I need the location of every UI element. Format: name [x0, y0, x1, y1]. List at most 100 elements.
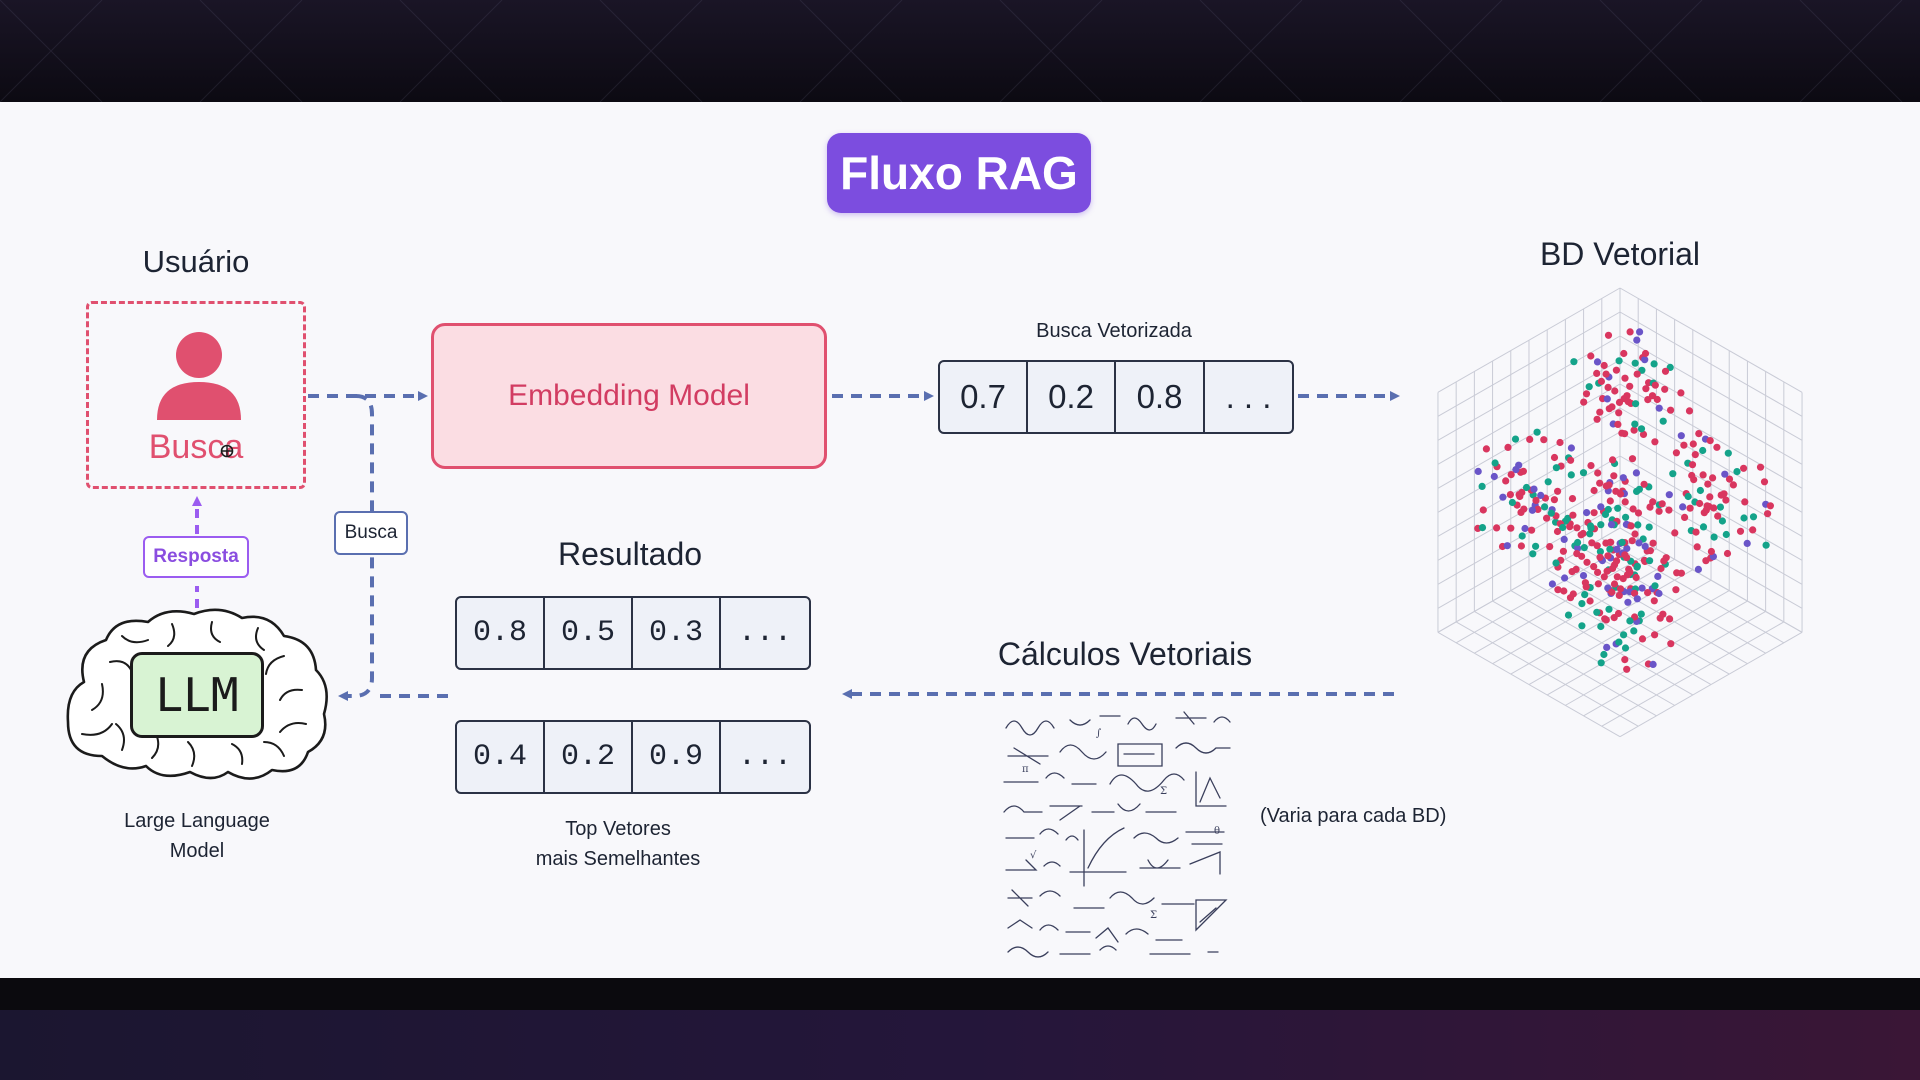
vector-point — [1641, 349, 1650, 358]
result-heading: Resultado — [557, 536, 703, 572]
vector-point — [1630, 426, 1638, 434]
vector-db-heading: BD Vetorial — [1539, 236, 1701, 272]
vector-point — [1626, 328, 1634, 336]
cube-grid-line — [1619, 407, 1803, 513]
vector-point — [1604, 383, 1612, 391]
vector-point — [1685, 407, 1694, 415]
vector-point — [1666, 615, 1674, 623]
vector-point — [1632, 469, 1640, 477]
vector-point — [1615, 638, 1623, 646]
vector-point — [1688, 471, 1696, 480]
vector-point — [1532, 496, 1540, 504]
vector-point — [1622, 513, 1630, 521]
vector-point — [1590, 509, 1598, 517]
llm-caption-line-2: Model — [169, 840, 225, 862]
vector-point — [1616, 585, 1625, 593]
cube-points — [1474, 328, 1774, 673]
vector-point — [1606, 545, 1614, 553]
vector-point — [1604, 552, 1612, 560]
user-icon — [157, 332, 241, 420]
vector-point — [1651, 381, 1659, 389]
vector-point — [1610, 580, 1619, 588]
vector-point — [1587, 352, 1595, 360]
vector-point — [1578, 600, 1586, 608]
result-vector-cell: 0.8 — [457, 598, 545, 668]
vector-point — [1520, 505, 1528, 513]
vector-point — [1550, 453, 1559, 462]
query-vector-cell: 0.2 — [1028, 362, 1116, 432]
vector-point — [1637, 425, 1646, 433]
vector-point — [1736, 527, 1745, 535]
vector-point — [1718, 517, 1726, 525]
cube-grid-line — [1437, 407, 1621, 513]
vector-point — [1672, 586, 1680, 594]
cube-grid-line — [1583, 611, 1766, 717]
vector-point — [1631, 530, 1639, 538]
vector-point — [1478, 482, 1486, 490]
cube-grid-line — [1619, 631, 1803, 738]
vector-point — [1677, 389, 1685, 397]
calculations-heading: Cálculos Vetoriais — [997, 636, 1253, 672]
vector-point — [1559, 523, 1567, 532]
result-vector-cell: 0.5 — [545, 598, 633, 668]
vector-point — [1646, 503, 1654, 511]
vector-point — [1644, 396, 1652, 404]
vector-point — [1633, 336, 1641, 344]
user-query-label: Busca — [148, 428, 244, 466]
vector-point — [1577, 531, 1585, 539]
vector-point — [1665, 491, 1673, 499]
vector-point — [1636, 328, 1644, 336]
vector-point — [1607, 521, 1616, 529]
top-background-band — [0, 0, 1920, 102]
cube-grid-line — [1546, 590, 1730, 696]
vector-point — [1610, 472, 1618, 480]
vector-point — [1530, 485, 1538, 493]
vector-point — [1659, 610, 1667, 618]
vector-point — [1581, 579, 1589, 587]
vector-point — [1700, 509, 1708, 517]
vector-point — [1722, 496, 1730, 504]
vector-point — [1623, 571, 1632, 579]
vector-point — [1655, 507, 1663, 515]
vector-point — [1552, 464, 1560, 472]
vector-point — [1567, 456, 1575, 464]
vector-point — [1630, 627, 1638, 635]
vector-point — [1618, 538, 1626, 546]
response-label: Resposta — [143, 536, 249, 578]
vector-point — [1596, 548, 1604, 556]
cube-grid-line — [1474, 611, 1657, 717]
vector-point — [1740, 464, 1748, 472]
vector-point — [1543, 514, 1551, 522]
vector-point — [1615, 357, 1623, 365]
vector-point — [1688, 461, 1697, 469]
search-label: Busca — [334, 511, 408, 555]
vector-point — [1619, 474, 1627, 482]
vector-point — [1649, 539, 1657, 547]
formula-glyph: ∫ — [1096, 728, 1101, 739]
vector-point — [1651, 631, 1659, 639]
vector-point — [1699, 446, 1707, 455]
vector-point — [1641, 356, 1649, 364]
vector-point — [1515, 461, 1523, 469]
vector-point — [1660, 557, 1668, 565]
vector-point — [1707, 547, 1715, 556]
vector-point — [1645, 523, 1653, 531]
vector-point — [1631, 420, 1639, 428]
vector-point — [1482, 445, 1490, 453]
vector-point — [1655, 404, 1663, 412]
calculations-note: (Varia para cada BD) — [1260, 805, 1447, 827]
vector-point — [1567, 444, 1575, 452]
vector-point — [1603, 395, 1611, 403]
vector-point — [1608, 403, 1616, 411]
vector-point — [1567, 471, 1575, 479]
vector-point — [1671, 529, 1679, 537]
embedding-model-box: Embedding Model — [431, 323, 827, 469]
vector-point — [1597, 622, 1605, 631]
vector-point — [1559, 547, 1567, 555]
vector-point — [1760, 478, 1769, 486]
vector-point — [1641, 542, 1649, 551]
vector-point — [1699, 471, 1707, 479]
llm-box: LLM — [130, 652, 264, 738]
vector-point — [1614, 420, 1622, 428]
vector-point — [1725, 475, 1734, 483]
